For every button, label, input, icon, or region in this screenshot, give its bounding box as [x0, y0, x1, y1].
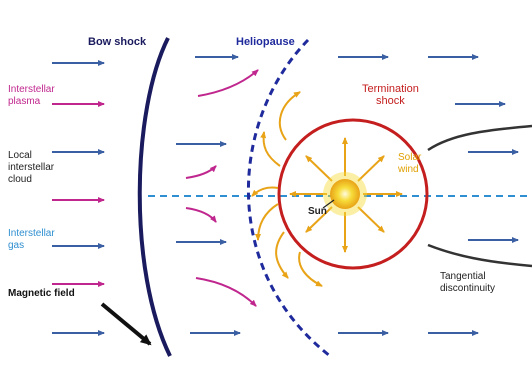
bow-shock-curve — [137, 37, 172, 357]
interstellar-gas-label-line2: gas — [8, 240, 24, 251]
solar-wind-arrow — [357, 206, 385, 233]
tangential-discontinuity-label-line2: discontinuity — [440, 283, 495, 294]
tangential-discontinuity-lower — [427, 243, 532, 268]
plasma-deflect-arrow — [197, 69, 259, 97]
termination-shock-circle — [277, 118, 429, 270]
termination-shock-label-line2: shock — [376, 95, 405, 107]
local-cloud-label-line2: interstellar — [8, 162, 55, 173]
heliosheath-arrow — [275, 231, 289, 279]
local-cloud-label-line3: cloud — [8, 174, 32, 185]
solar-wind-arrow — [305, 206, 333, 233]
local-cloud-label-line1: Local — [8, 150, 32, 161]
bow-shock-label: Bow shock — [88, 36, 147, 48]
heliosheath-arrow — [260, 131, 281, 167]
heliosheath-arrow — [255, 203, 279, 241]
solar-wind-arrows — [289, 137, 403, 253]
sun — [330, 179, 360, 209]
solar-wind-label-line1: Solar — [398, 152, 422, 163]
magnetic-field-arrow — [100, 302, 152, 346]
tangential-discontinuity-label-line1: Tangential — [440, 271, 486, 282]
plasma-deflect-arrow — [195, 277, 257, 307]
plasma-deflect-arrow — [185, 207, 217, 223]
tangential-discontinuity-upper — [427, 124, 532, 152]
heliopause-curve — [246, 38, 331, 358]
solar-wind-label-line2: wind — [397, 164, 419, 175]
sun-label: Sun — [308, 206, 327, 217]
termination-shock-label-line1: Termination — [362, 83, 419, 95]
heliosheath-arrow — [251, 186, 279, 197]
heliosheath-arrow — [298, 251, 323, 287]
heliosheath-flow-arrows — [251, 91, 323, 287]
interstellar-plasma-label-line2: plasma — [8, 96, 41, 107]
incoming-flow-arrows-middle — [176, 54, 259, 336]
heliopause-label: Heliopause — [236, 36, 295, 48]
interstellar-gas-label-line1: Interstellar — [8, 228, 55, 239]
solar-wind-arrow — [305, 155, 333, 182]
solar-wind-arrow — [357, 155, 385, 182]
incoming-flow-arrows-left — [52, 60, 105, 336]
plasma-deflect-arrow — [185, 165, 217, 179]
magnetic-field-label: Magnetic field — [8, 288, 75, 299]
sun-label-pointer — [322, 199, 335, 209]
outer-flow-arrows — [338, 54, 519, 336]
interstellar-plasma-label-line1: Interstellar — [8, 84, 55, 95]
heliosheath-arrow — [278, 91, 301, 141]
